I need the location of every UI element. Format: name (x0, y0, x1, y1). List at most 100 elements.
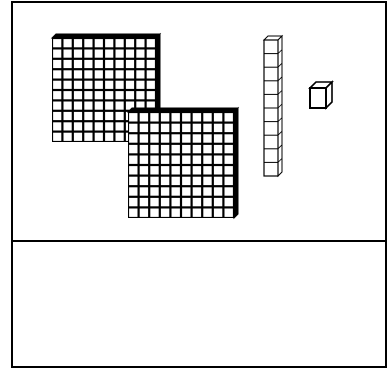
flat-cell (94, 111, 103, 121)
flat-cell (192, 123, 202, 133)
flat-cell (146, 101, 155, 110)
flat-cell (53, 70, 62, 79)
flat-cell (125, 80, 135, 89)
flat-cell (139, 113, 149, 122)
flat-cell (182, 134, 191, 143)
flat-cell (105, 91, 114, 100)
rod-side-divider (277, 49, 283, 54)
flat-cell (192, 144, 202, 154)
rod-side-divider (277, 103, 283, 109)
flat-cell (192, 155, 202, 164)
flat-cell (203, 155, 212, 164)
flat-cell (203, 208, 212, 217)
flat-cell (182, 176, 191, 186)
flat-cell (73, 101, 83, 110)
flat-cell (139, 208, 149, 217)
flat-cell (84, 49, 93, 58)
flat-cell (146, 49, 155, 58)
lower-panel (13, 242, 385, 366)
flat-cell (182, 187, 191, 196)
flat-cell (84, 59, 93, 69)
flat-cell (115, 111, 124, 121)
flat-cell (136, 70, 145, 79)
flat-cell (125, 49, 135, 58)
flat-cell (171, 113, 180, 122)
flat-cell (224, 176, 233, 186)
flat-cell (84, 111, 93, 121)
flat-cell (171, 155, 180, 164)
flat-cell (63, 70, 72, 79)
rod-side-divider (277, 62, 283, 68)
flat-cell (115, 39, 124, 48)
flat-cell (150, 155, 159, 164)
hundred-flat-front (126, 106, 240, 220)
flat-cell (63, 59, 72, 69)
flat-cell (125, 39, 135, 48)
flat-cell (129, 208, 138, 217)
rod-side-divider (277, 76, 283, 82)
flat-cell (150, 208, 159, 217)
flat-side-face (233, 106, 239, 220)
flat-cell (129, 123, 138, 133)
flat-cell (63, 91, 72, 100)
flat-cell (125, 59, 135, 69)
flat-cell (73, 70, 83, 79)
flat-cell (139, 134, 149, 143)
flat-cell (213, 155, 223, 164)
flat-cell (84, 122, 93, 131)
flat-cell (115, 49, 124, 58)
flat-cell (213, 176, 223, 186)
flat-cell (129, 134, 138, 143)
rod-side-divider (277, 130, 283, 136)
flat-cell (53, 101, 62, 110)
flat-cell (160, 197, 170, 207)
flat-cell (53, 111, 62, 121)
flat-cell (105, 132, 114, 141)
flat-cell (192, 197, 202, 207)
flat-cell (139, 166, 149, 175)
flat-cell (203, 123, 212, 133)
flat-cell (224, 155, 233, 164)
rod-side-divider (277, 144, 283, 150)
upper-panel (50, 32, 334, 220)
flat-cell (105, 111, 114, 121)
flat-cell (84, 101, 93, 110)
flat-cell (105, 101, 114, 110)
flat-cell (136, 39, 145, 48)
flat-top-face (50, 33, 162, 39)
flat-cell (63, 49, 72, 58)
flat-cell (171, 208, 180, 217)
flat-cell (171, 187, 180, 196)
flat-cell (84, 132, 93, 141)
flat-cell (160, 113, 170, 122)
flat-cell (94, 70, 103, 79)
flat-cell (213, 208, 223, 217)
flat-cell (171, 144, 180, 154)
flat-cell (63, 111, 72, 121)
flat-cell (129, 197, 138, 207)
flat-cell (136, 80, 145, 89)
flat-cell (171, 134, 180, 143)
flat-cell (224, 166, 233, 175)
flat-cell (129, 113, 138, 122)
flat-cell (146, 70, 155, 79)
flat-cell (129, 144, 138, 154)
ten-rod (262, 34, 284, 178)
flat-cell (192, 134, 202, 143)
flat-cell (182, 208, 191, 217)
flat-cell (213, 123, 223, 133)
flat-cell (213, 113, 223, 122)
flat-cell (192, 187, 202, 196)
flat-cell (94, 101, 103, 110)
flat-cell (146, 80, 155, 89)
flat-cell (105, 59, 114, 69)
flat-cell (94, 49, 103, 58)
flat-cell (160, 176, 170, 186)
flat-cell (63, 39, 72, 48)
flat-cell (53, 49, 62, 58)
flat-cell (203, 166, 212, 175)
flat-cell (213, 134, 223, 143)
flat-cell (53, 39, 62, 48)
flat-cell (73, 111, 83, 121)
